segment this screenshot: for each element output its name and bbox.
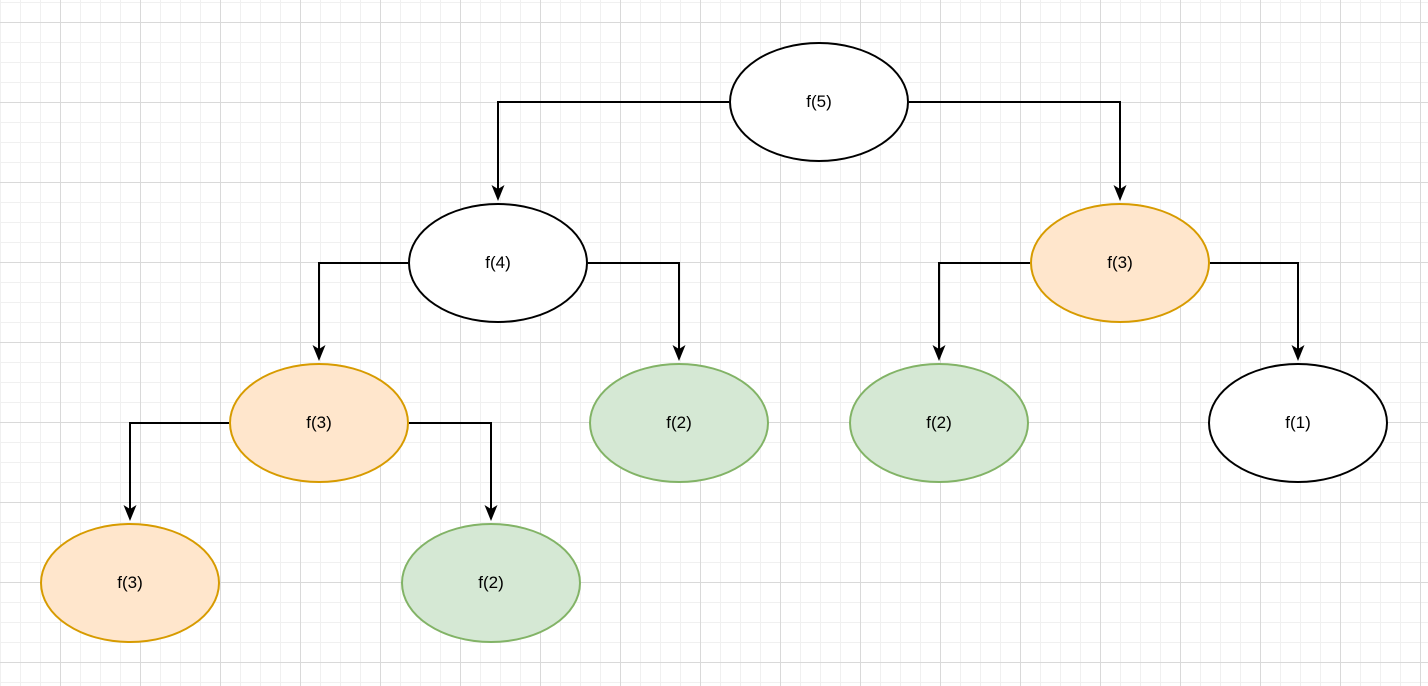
node-f2-under-f3-right[interactable]: f(2) <box>849 363 1029 483</box>
edge-f3-right-to-f1[interactable] <box>1210 262 1305 361</box>
node-f5-label: f(5) <box>806 92 832 111</box>
node-f3-bottom-label: f(3) <box>117 573 143 592</box>
node-f3-right-label: f(3) <box>1107 253 1133 272</box>
edge-f3-right-to-f2[interactable] <box>932 262 1031 361</box>
node-f1-label: f(1) <box>1285 413 1311 432</box>
node-f3-mid-left[interactable]: f(3) <box>229 363 409 483</box>
node-f3-right[interactable]: f(3) <box>1030 203 1210 323</box>
node-f4-label: f(4) <box>485 253 511 272</box>
node-f2-under-f4-label: f(2) <box>666 413 692 432</box>
node-f2-under-f4[interactable]: f(2) <box>589 363 769 483</box>
node-f3-mid-left-label: f(3) <box>306 413 332 432</box>
node-f2-bottom[interactable]: f(2) <box>401 523 581 643</box>
edge-f3-mid-left-to-f2-bottom[interactable] <box>409 422 498 521</box>
node-f1[interactable]: f(1) <box>1208 363 1388 483</box>
edge-f5-to-f4[interactable] <box>491 101 730 201</box>
edge-f3-mid-left-to-f3-bottom[interactable] <box>123 422 230 521</box>
node-f3-bottom[interactable]: f(3) <box>40 523 220 643</box>
node-f2-bottom-label: f(2) <box>478 573 504 592</box>
node-f5[interactable]: f(5) <box>729 42 909 162</box>
edge-f5-to-f3-right[interactable] <box>909 101 1127 201</box>
edge-f4-to-f2-under-f4[interactable] <box>588 262 686 361</box>
edge-f4-to-f3-mid-left[interactable] <box>312 262 409 361</box>
node-f2-under-f3-right-label: f(2) <box>926 413 952 432</box>
node-f4[interactable]: f(4) <box>408 203 588 323</box>
